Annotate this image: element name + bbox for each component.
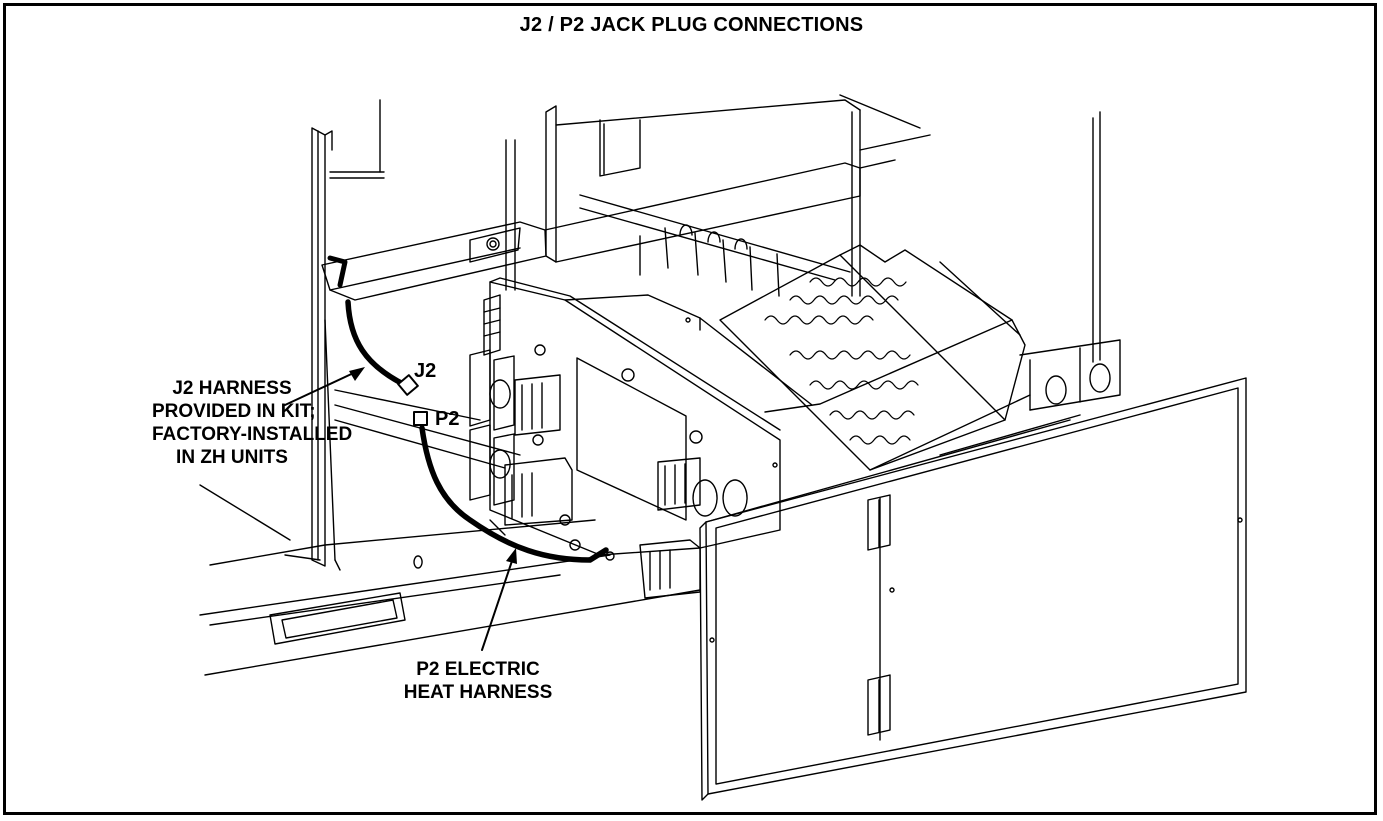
access-door-panel	[699, 377, 1247, 801]
duct-side-panel	[1019, 339, 1121, 411]
heater-element-tray	[719, 244, 1031, 471]
j2-callout-line-3: FACTORY-INSTALLED	[152, 424, 353, 445]
base-rails	[199, 319, 701, 676]
j2-callout-line-2: PROVIDED IN KIT;	[152, 401, 316, 422]
j2-harness	[327, 255, 419, 396]
p2-callout-line-1: P2 ELECTRIC	[416, 659, 540, 680]
leader-arrows	[284, 367, 517, 651]
p2-leader-arrow	[481, 554, 515, 651]
rear-interior	[579, 194, 851, 297]
diagram-title: J2 / P2 JACK PLUG CONNECTIONS	[519, 14, 864, 36]
diagram-frame	[3, 3, 1377, 815]
j2-callout-line-1: J2 HARNESS	[172, 378, 292, 399]
j2-callout-line-4: IN ZH UNITS	[176, 447, 288, 468]
p2-plug-icon	[413, 411, 428, 426]
upper-framework	[321, 94, 1101, 363]
p2-harness	[413, 411, 609, 563]
j2-leader-arrow	[284, 369, 361, 406]
j2-plug-icon	[397, 374, 419, 396]
control-box	[469, 277, 1013, 599]
p2-harness-callout: P2 ELECTRIC HEAT HARNESS	[378, 658, 578, 704]
p2-tag: P2	[435, 408, 460, 430]
j2-harness-callout: J2 HARNESS PROVIDED IN KIT; FACTORY-INST…	[152, 377, 353, 469]
j2-tag: J2	[414, 360, 437, 382]
p2-callout-line-2: HEAT HARNESS	[403, 682, 553, 703]
